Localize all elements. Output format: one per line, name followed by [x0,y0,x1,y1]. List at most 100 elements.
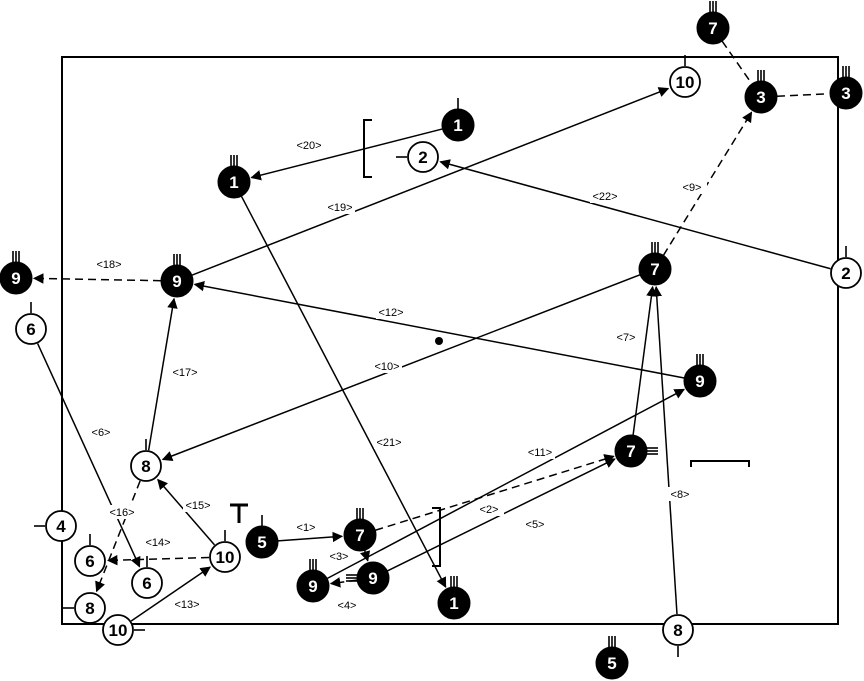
field-boundary [61,56,839,625]
move-label-19: <19> [327,202,352,214]
move-label-9: <9> [683,182,702,194]
move-label-15: <15> [185,500,210,512]
player-marker [614,434,648,468]
player-marker [662,614,694,646]
player-marker [441,108,475,142]
move-label-6: <6> [92,427,111,439]
player-marker [15,313,47,345]
move-label-bg-1 [291,520,321,534]
player-number: 1 [449,594,458,613]
move-label-bg-13 [172,597,202,611]
player-marker [683,364,717,398]
move-label-2: <2> [480,504,499,516]
player-light-6: 6 [74,534,106,577]
player-dark-9: 9 [296,559,330,603]
player-marker [343,518,377,552]
move-line-6 [36,343,141,568]
player-marker [744,80,778,114]
player-light-8: 8 [662,614,694,657]
move-line-9 [662,111,753,256]
player-number: 7 [708,19,717,38]
player-dark-1: 1 [441,98,475,142]
move-label-bg-8 [665,487,695,501]
move-line-15 [157,478,216,546]
player-dark-7: 7 [343,508,377,552]
player-number: 6 [85,552,94,571]
player-number: 8 [673,621,682,640]
move-label-bg-14 [143,535,173,549]
player-marker [0,261,33,295]
move-labels: <1><2><3><4><5><6><7><8><9><10><11><12><… [86,138,707,612]
player-marker [437,586,471,620]
player-light-10: 10 [209,530,241,573]
player-light-10: 10 [669,55,701,98]
move-line-17 [147,297,178,451]
move-line-19 [191,87,670,276]
player-marker [245,525,279,559]
player-dark-1: 1 [217,155,251,199]
player-marker [638,252,672,286]
player-marker [74,592,106,624]
move-line-12 [193,280,685,379]
player-number: 3 [756,88,765,107]
move-line-22 [439,159,831,270]
move-label-22: <22> [592,191,617,203]
player-dark-5: 5 [595,636,629,680]
move-label-12: <12> [378,307,403,319]
player-number: 5 [607,654,616,673]
move-label-18: <18> [96,259,121,271]
move-line-13 [130,566,211,622]
player-dark-9: 9 [683,354,717,398]
move-label-bg-18 [94,257,124,271]
move-label-bg-3 [324,549,354,563]
move-label-4: <4> [338,600,357,612]
move-line-20 [250,128,443,181]
player-number: 10 [109,621,128,640]
move-label-bg-6 [86,425,116,439]
player-number: 3 [841,84,850,103]
move-label-1: <1> [297,522,316,534]
player-number: 10 [216,548,235,567]
player-marker [829,76,863,110]
player-light-10: 10 [102,614,145,646]
move-label-17: <17> [172,367,197,379]
move-label-11: <11> [528,447,552,459]
t-marker [230,503,248,523]
move-label-bg-20 [294,138,324,152]
move-label-bg-4 [332,598,362,612]
move-label-bg-19 [325,200,355,214]
player-light-8: 8 [63,592,106,624]
player-marker [131,567,163,599]
move-label-10: <10> [374,361,399,373]
player-dark-9: 9 [160,254,194,298]
marker-segment [690,460,750,467]
move-label-bg-11 [525,445,555,459]
player-marker [74,545,106,577]
move-line-1 [277,531,344,543]
player-marker [830,257,862,289]
player-marker [296,569,330,603]
move-label-bg-16 [107,505,137,519]
dashed-connector-2 [721,40,752,83]
move-line-16 [95,480,141,593]
player-number: 7 [650,260,659,279]
move-label-bg-17 [170,365,200,379]
move-label-8: <8> [671,489,690,501]
move-label-16: <16> [109,507,134,519]
move-label-bg-9 [677,180,707,194]
player-number: 1 [453,116,462,135]
player-marker [209,541,241,573]
ball-marker [435,337,443,345]
player-marker [45,510,77,542]
move-label-bg-15 [183,498,213,512]
move-line-2 [375,454,615,531]
move-label-bg-12 [376,305,406,319]
player-dark-9: 9 [346,561,390,595]
player-light-2: 2 [830,246,862,289]
player-number: 5 [257,533,266,552]
player-marker [217,165,251,199]
player-number: 6 [142,574,151,593]
move-label-bg-22 [590,189,620,203]
